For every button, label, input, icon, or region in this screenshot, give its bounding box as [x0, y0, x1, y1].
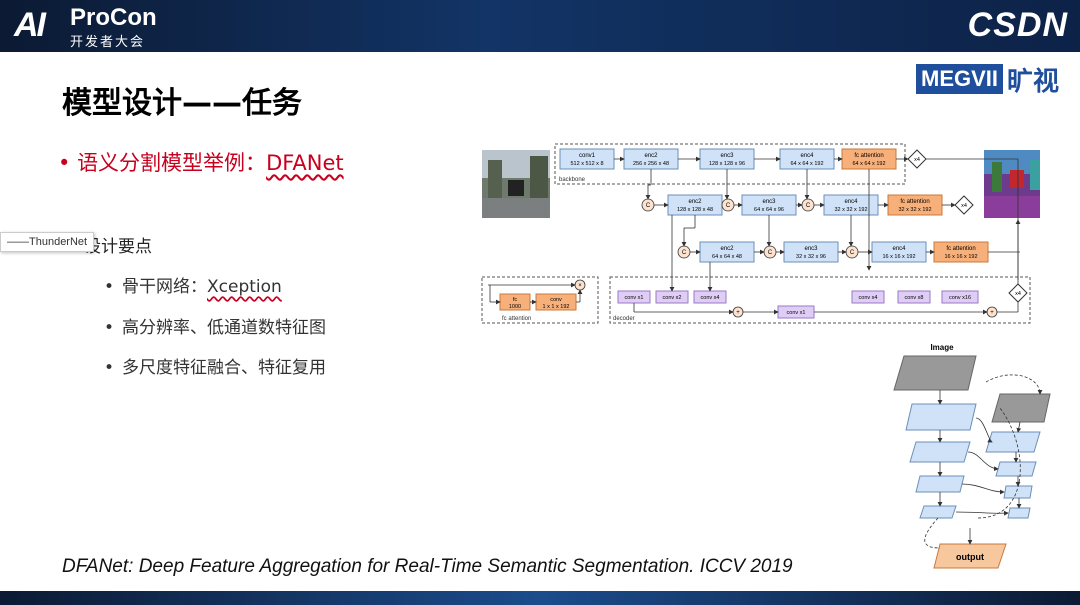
row1-block-name: fc attention	[854, 153, 883, 159]
thundernet-tooltip: ——ThunderNet	[0, 232, 95, 252]
row2-block-size: 32 x 32 x 192	[898, 207, 931, 213]
fc-name: fc	[513, 297, 518, 303]
backbone-label: backbone	[559, 177, 586, 183]
row1-block-name: enc2	[644, 153, 658, 159]
list-item-fusion: •多尺度特征融合、特征复用	[104, 358, 326, 378]
row2-block-name: fc attention	[900, 199, 929, 205]
concat-label: C	[850, 250, 855, 256]
header-bar: AI ProCon 开发者大会 CSDN	[0, 0, 1080, 52]
concat-label: C	[806, 203, 811, 209]
paper-reference: DFANet: Deep Feature Aggregation for Rea…	[62, 556, 793, 577]
list-item-text: 多尺度特征融合、特征复用	[122, 358, 326, 378]
pyramid-output-label: output	[956, 552, 984, 562]
output-segmentation-map	[984, 150, 1040, 218]
row3-block-size: 16 x 16 x 192	[944, 254, 977, 260]
list-item-text: 高分辨率、低通道数特征图	[122, 318, 326, 338]
list-item-resolution: •高分辨率、低通道数特征图	[104, 318, 326, 338]
row1-block-size: 64 x 64 x 192	[790, 161, 823, 167]
megvii-brand: MEGVII	[916, 64, 1004, 94]
csdn-logo: CSDN	[967, 6, 1068, 44]
row1-block-size: 512 x 512 x 8	[570, 161, 603, 167]
row3-block-size: 32 x 32 x 96	[796, 254, 826, 260]
decoder-block: conv x16	[949, 295, 971, 301]
list-item-link: Xception	[207, 277, 282, 297]
row2-block-size: 128 x 128 x 48	[677, 207, 713, 213]
upsample-label: x4	[1015, 291, 1021, 297]
conference-name: 开发者大会	[70, 35, 146, 50]
decoder-blocks: conv x1 conv x2 conv x4 conv x4 conv x8 …	[617, 283, 1028, 319]
slide-title: 模型设计——任务	[62, 86, 302, 121]
row1-block-name: enc4	[800, 153, 814, 159]
ai-logo: AI	[14, 6, 46, 44]
decoder-block: conv x1	[625, 295, 644, 301]
row1-block-size: 64 x 64 x 192	[852, 161, 885, 167]
mult-label: ×	[578, 283, 582, 289]
design-points-heading: 设计要点	[84, 237, 152, 257]
fc-attention-block: fc 1000 conv 1 x 1 x 192 ×	[499, 279, 586, 311]
list-item-text: 骨干网络：	[122, 277, 207, 297]
upsample-x4-row2: x4	[954, 195, 974, 215]
row1-blocks: conv1 512 x 512 x 8 enc2 256 x 256 x 48 …	[559, 148, 897, 170]
row2-block-name: enc2	[688, 199, 702, 205]
row2-block-size: 32 x 32 x 192	[834, 207, 867, 213]
fc-conv-size: 1 x 1 x 192	[543, 304, 570, 310]
row3-block-name: fc attention	[946, 246, 975, 252]
decoder-block: conv x8	[905, 295, 924, 301]
row1-block-name: enc3	[720, 153, 734, 159]
fc-attention-label: fc attention	[502, 316, 531, 322]
decoder-block: conv x2	[663, 295, 682, 301]
concat-label: C	[682, 250, 687, 256]
row1-block-size: 128 x 128 x 96	[709, 161, 745, 167]
row3-block-size: 64 x 64 x 48	[712, 254, 742, 260]
bullet-example-link: DFANet	[266, 151, 344, 175]
row2-block-name: enc3	[762, 199, 776, 205]
megvii-logo: MEGVII 旷视	[916, 64, 1059, 97]
footer-bar	[0, 591, 1080, 605]
row3-block-name: enc4	[892, 246, 906, 252]
dfanet-architecture-diagram: backbone conv1 512 x 512 x 8 enc2 256 x …	[481, 143, 1040, 324]
bullet-example: • 语义分割模型举例：DFANet	[58, 151, 344, 175]
fc-conv-name: conv	[550, 297, 562, 303]
row2-block-name: enc4	[844, 199, 858, 205]
input-street-photo	[482, 150, 550, 218]
upsample-label: x4	[914, 157, 920, 163]
row3-block-size: 16 x 16 x 192	[882, 254, 915, 260]
decoder-block: conv x4	[859, 295, 878, 301]
concat-label: C	[726, 203, 731, 209]
feature-pyramid-diagram: Image output	[893, 343, 1051, 569]
upsample-label: x4	[961, 203, 967, 209]
row1-block-size: 256 x 256 x 48	[633, 161, 669, 167]
procon-logo: ProCon	[70, 4, 157, 31]
add-label: +	[990, 310, 994, 316]
fc-size: 1000	[509, 304, 521, 310]
list-item-backbone: •骨干网络：Xception	[104, 277, 282, 297]
row1-block-name: conv1	[579, 153, 596, 159]
row2-block-size: 64 x 64 x 96	[754, 207, 784, 213]
row3-block-name: enc3	[804, 246, 818, 252]
upsample-x4: x4	[907, 149, 927, 169]
concat-label: C	[646, 203, 651, 209]
row3-blocks: enc2 64 x 64 x 48 enc3 32 x 32 x 96 enc4…	[699, 241, 989, 263]
decoder-block: conv x1	[787, 310, 806, 316]
pyramid-image-label: Image	[930, 343, 954, 352]
add-label: +	[736, 310, 740, 316]
bullet-example-prefix: 语义分割模型举例：	[77, 151, 267, 175]
concat-label: C	[768, 250, 773, 256]
decoder-block: conv x4	[701, 295, 720, 301]
row3-block-name: enc2	[720, 246, 734, 252]
decoder-label: decoder	[613, 316, 635, 322]
megvii-cn: 旷视	[1007, 66, 1060, 97]
